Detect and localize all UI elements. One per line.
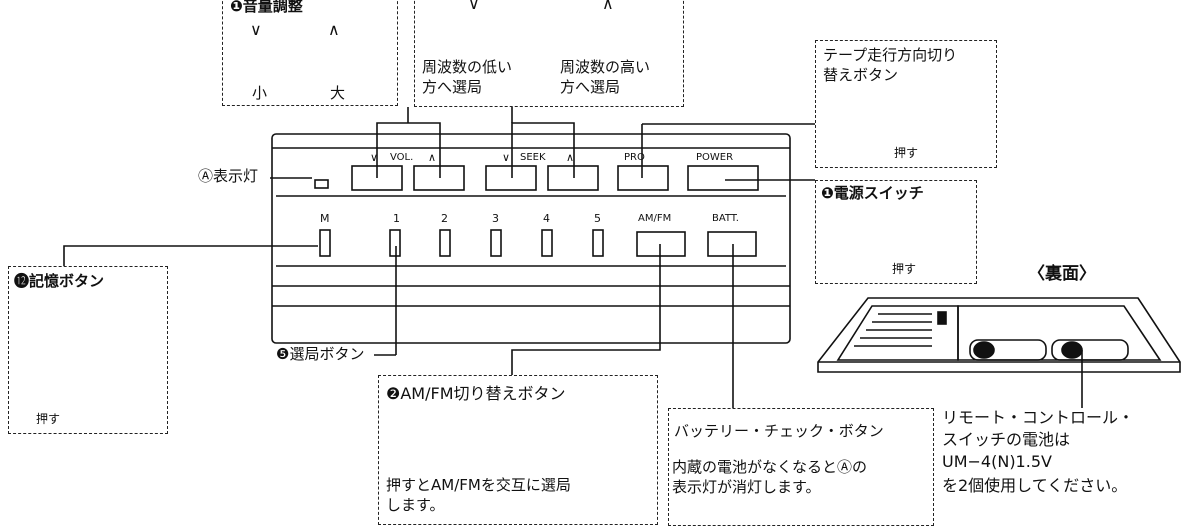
vol-up-button-shape — [413, 165, 465, 191]
volume-title: ❶音量調整 — [230, 0, 303, 15]
tape-title-1: テープ走行方向切り — [823, 46, 958, 64]
remote-note-4: を2個使用してください。 — [942, 476, 1128, 495]
seek-low-label-1: 周波数の低い — [422, 58, 513, 76]
panel-seek-down: ∨ — [502, 151, 511, 164]
amfm-title: ❷AM/FM切り替えボタン — [386, 384, 566, 403]
panel-amfm-label: AM/FM — [638, 213, 672, 224]
indicator-label: Ⓐ表示灯 — [198, 167, 259, 185]
vol-up-arrow: ∧ — [328, 20, 340, 39]
power-button-shape — [687, 165, 759, 191]
tape-title-2: 替えボタン — [823, 66, 899, 84]
tape-callout — [815, 40, 997, 168]
control-unit-body — [271, 133, 791, 344]
seek-low-label-2: 方へ選局 — [422, 78, 483, 96]
indicator-lamp-shape — [314, 179, 329, 189]
vol-down-arrow: ∨ — [250, 20, 262, 39]
seek-down-button-shape — [485, 165, 537, 191]
back-side-label: 〈裏面〉 — [1028, 264, 1096, 284]
seek-high-label-2: 方へ選局 — [560, 78, 621, 96]
tape-push-label: 押す — [894, 146, 919, 160]
memory-push-label: 押す — [36, 412, 61, 426]
battery-title: バッテリー・チェック・ボタン — [674, 422, 884, 440]
vol-small-label: 小 — [252, 84, 268, 102]
preset-label: ❺選局ボタン — [276, 345, 365, 363]
amfm-desc-2: します。 — [386, 496, 445, 514]
panel-vol-up: ∧ — [428, 151, 437, 164]
memory-callout — [8, 266, 168, 434]
battery-desc-1: 内蔵の電池がなくなるとⒶの — [672, 458, 868, 476]
panel-seek-label: SEEK — [520, 152, 546, 163]
panel-vol-label: VOL. — [390, 152, 414, 163]
panel-preset-2: 2 — [441, 212, 448, 225]
panel-m-label: M — [320, 212, 330, 225]
pro-button-shape — [617, 165, 669, 191]
power-title: ❶電源スイッチ — [821, 184, 924, 202]
power-push-label: 押す — [892, 262, 917, 276]
seek-up-arrow: ∧ — [602, 0, 614, 13]
vol-large-label: 大 — [330, 84, 346, 102]
panel-preset-4: 4 — [543, 212, 550, 225]
remote-note-2: スイッチの電池は — [942, 430, 1071, 449]
volume-callout — [222, 0, 398, 106]
panel-seek-up: ∧ — [566, 151, 575, 164]
memory-title: ⓬記憶ボタン — [14, 272, 105, 290]
power-callout — [815, 180, 977, 284]
remote-note-3: UM−4(N)1.5V — [942, 452, 1052, 471]
seek-callout — [414, 0, 684, 107]
seek-high-label-1: 周波数の高い — [560, 58, 651, 76]
amfm-desc-1: 押すとAM/FMを交互に選局 — [386, 476, 571, 494]
seek-down-arrow: ∨ — [468, 0, 480, 13]
panel-batt-label: BATT. — [712, 213, 739, 224]
seek-up-button-shape — [547, 165, 599, 191]
remote-note-1: リモート・コントロール・ — [942, 408, 1135, 427]
amfm-callout — [378, 375, 658, 525]
battery-desc-2: 表示灯が消灯します。 — [672, 478, 821, 496]
panel-preset-3: 3 — [492, 212, 499, 225]
panel-pro-label: PRO — [624, 152, 645, 163]
panel-power-label: POWER — [696, 152, 734, 163]
panel-preset-1: 1 — [393, 212, 400, 225]
remote-back-illustration — [817, 297, 1181, 408]
panel-preset-5: 5 — [594, 212, 601, 225]
panel-vol-down: ∨ — [370, 151, 379, 164]
